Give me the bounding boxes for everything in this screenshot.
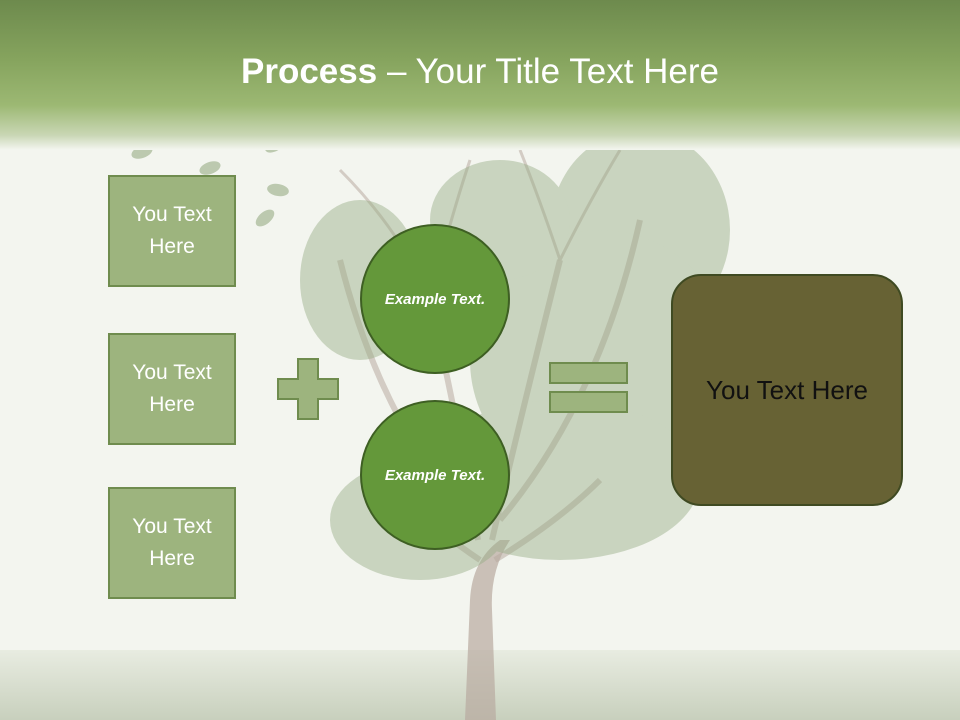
title-rest: – Your Title Text Here — [377, 52, 719, 91]
example-circle-2[interactable]: Example Text. — [360, 400, 510, 550]
equals-icon — [549, 362, 628, 413]
result-label: You Text Here — [706, 374, 868, 405]
input-box-label: You Text Here — [132, 515, 212, 570]
input-box-label: You Text Here — [132, 203, 212, 258]
input-box-label: You Text Here — [132, 361, 212, 416]
input-box-2[interactable]: You Text Here — [108, 333, 236, 445]
result-box[interactable]: You Text Here — [671, 274, 903, 506]
plus-icon — [277, 358, 339, 420]
input-box-3[interactable]: You Text Here — [108, 487, 236, 599]
circle-label: Example Text. — [384, 466, 486, 484]
example-circle-1[interactable]: Example Text. — [360, 224, 510, 374]
page-title: Process – Your Title Text Here — [0, 52, 960, 92]
title-bold: Process — [241, 52, 378, 91]
header-band — [0, 0, 960, 150]
input-box-1[interactable]: You Text Here — [108, 175, 236, 287]
circle-label: Example Text. — [384, 290, 486, 308]
